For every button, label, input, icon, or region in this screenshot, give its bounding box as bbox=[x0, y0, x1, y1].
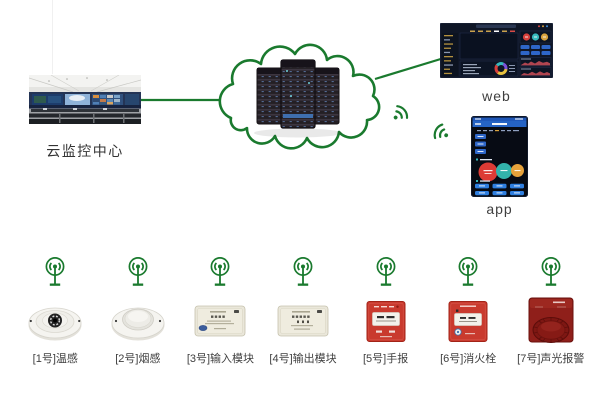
antenna-icon bbox=[210, 257, 230, 286]
device-col-3: [3号]输入模块 bbox=[179, 256, 262, 366]
server-rack-left bbox=[256, 67, 284, 125]
device-col-5: [5号]手报 bbox=[344, 256, 427, 366]
device-col-4: [4号]输出模块 bbox=[262, 256, 345, 366]
cloud-server-cluster bbox=[218, 43, 381, 150]
sounder-strobe-image bbox=[528, 297, 574, 343]
antenna-icon bbox=[293, 257, 313, 286]
background-seam-line bbox=[52, 0, 53, 74]
web-donut-chart bbox=[494, 62, 508, 75]
output-module-image bbox=[277, 305, 329, 337]
device-col-1: [1号]温感 bbox=[14, 256, 97, 366]
app-label: app bbox=[486, 201, 513, 217]
device-label-7: [7号]声光报警 bbox=[517, 353, 585, 365]
antenna-icon bbox=[45, 257, 65, 286]
antenna-icon bbox=[458, 257, 478, 286]
monitoring-center-photo bbox=[29, 75, 141, 124]
heat-detector-image bbox=[28, 307, 82, 341]
server-rack-right bbox=[312, 67, 340, 125]
device-col-6: [6号]消火栓 bbox=[427, 256, 510, 366]
device-row: [1号]温感 bbox=[14, 256, 592, 366]
device-label-2: [2号]烟感 bbox=[115, 353, 161, 365]
device-col-2: [2号]烟感 bbox=[97, 256, 180, 366]
smoke-detector-image bbox=[111, 307, 165, 341]
device-label-3: [3号]输入模块 bbox=[186, 353, 255, 365]
device-label-5: [5号]手报 bbox=[362, 353, 409, 365]
antenna-icon bbox=[541, 257, 561, 286]
wifi-waves-icon bbox=[393, 105, 409, 120]
manual-call-point-image bbox=[366, 300, 406, 342]
device-label-6: [6号]消火栓 bbox=[440, 353, 497, 365]
server-rack-center bbox=[280, 59, 316, 129]
antenna-icon bbox=[376, 257, 396, 286]
device-col-7: [7号]声光报警 bbox=[509, 256, 592, 366]
wifi-waves-icon bbox=[433, 123, 449, 140]
monitoring-center-label: 云监控中心 bbox=[46, 143, 124, 159]
line-cloud-to-web bbox=[374, 56, 445, 81]
antenna-icon bbox=[128, 257, 148, 286]
web-dashboard-screenshot bbox=[440, 23, 553, 78]
server-reflection bbox=[254, 128, 342, 138]
hydrant-button-image bbox=[448, 300, 488, 342]
device-label-1: [1号]温感 bbox=[32, 353, 78, 365]
web-label: web bbox=[482, 88, 511, 104]
app-screenshot bbox=[471, 116, 528, 197]
app-status-circles bbox=[478, 162, 524, 182]
input-module-image bbox=[195, 305, 246, 337]
device-label-4: [4号]输出模块 bbox=[269, 353, 337, 365]
